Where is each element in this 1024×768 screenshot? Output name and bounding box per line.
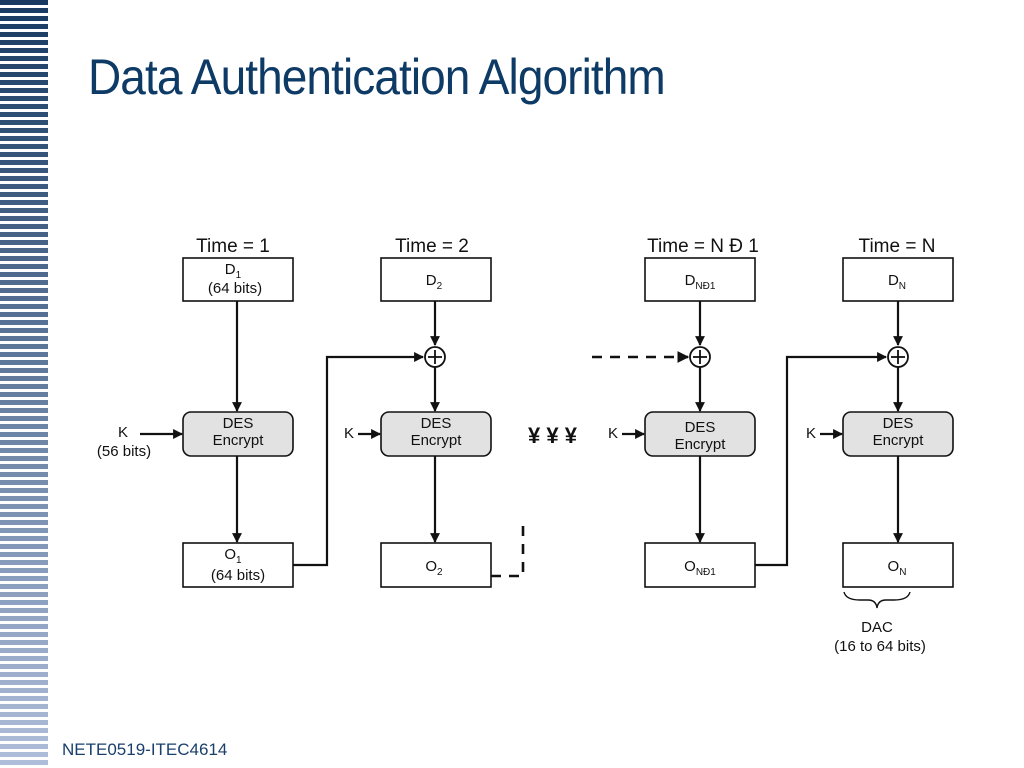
decorative-side-stripe [0, 0, 56, 768]
input-box-dn [842, 257, 954, 302]
des-label-n-line2: Encrypt [873, 432, 925, 449]
ellipsis-symbols: ¥ ¥ ¥ [528, 423, 578, 448]
output-label-o1: O1 [224, 546, 242, 566]
output-label-o2: O2 [425, 558, 443, 578]
output-box-on1 [644, 542, 756, 588]
xor-node-n-minus-1 [689, 346, 711, 368]
des-label-2-line1: DES [421, 415, 452, 432]
output-label-on1: ONĐ1 [684, 558, 716, 578]
time-label-2: Time = 2 [395, 236, 469, 257]
output-label-on: ON [888, 558, 907, 578]
dac-brace [843, 591, 911, 609]
des-label-2-line2: Encrypt [411, 432, 463, 449]
input-note-d1: (64 bits) [208, 280, 262, 297]
des-label-n-line1: DES [883, 415, 914, 432]
xor-node-n [887, 346, 909, 368]
key-label-1: K [118, 424, 128, 441]
time-label-1: Time = 1 [196, 236, 270, 257]
time-label-n: Time = N [859, 236, 936, 257]
key-label-2: K [344, 425, 354, 442]
input-label-dn1: DNĐ1 [685, 272, 716, 292]
input-label-d2: D2 [426, 272, 443, 292]
input-label-dn: DN [888, 272, 906, 292]
key-note-1: (56 bits) [97, 443, 151, 460]
dac-note: (16 to 64 bits) [834, 638, 926, 655]
input-box-d1 [182, 257, 294, 302]
slide-footer: NETE0519-ITEC4614 [62, 740, 228, 759]
time-label-n-minus-1: Time = N Đ 1 [647, 236, 759, 257]
input-box-d2 [380, 257, 492, 302]
input-label-d1: D1 [225, 261, 242, 281]
slide-title: Data Authentication Algorithm [88, 49, 666, 105]
dac-label: DAC [861, 619, 893, 636]
key-label-n: K [806, 425, 816, 442]
output-box-o1 [182, 542, 294, 588]
des-label-n1-line2: Encrypt [675, 436, 727, 453]
output-box-on [842, 542, 954, 588]
output-note-o1: (64 bits) [211, 567, 265, 584]
des-label-n1-line1: DES [685, 419, 716, 436]
feedback-on1-to-xorn [755, 352, 887, 567]
input-box-dn1 [644, 257, 756, 302]
dashed-continuation-o2 [491, 522, 525, 578]
feedback-o1-to-xor2 [293, 352, 424, 567]
key-label-n-minus-1: K [608, 425, 618, 442]
des-label-1-line1: DES [223, 415, 254, 432]
des-label-1-line2: Encrypt [213, 432, 265, 449]
output-box-o2 [380, 542, 492, 588]
xor-node-2 [424, 346, 446, 368]
